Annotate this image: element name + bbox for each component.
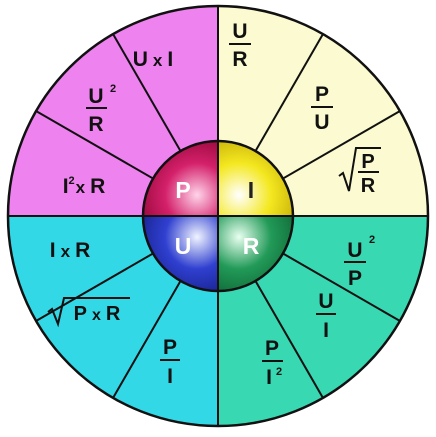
hub-quadrant-i bbox=[218, 141, 293, 216]
center-label-r: R bbox=[243, 233, 260, 259]
svg-text:R: R bbox=[88, 113, 103, 136]
svg-text:U: U bbox=[318, 290, 333, 313]
svg-text:I: I bbox=[167, 365, 173, 388]
svg-text:U: U bbox=[347, 239, 362, 262]
formula-u-squared-over-p: U 2 P bbox=[344, 234, 375, 290]
hub-quadrant-r bbox=[218, 216, 293, 291]
formula-p-over-u: P U bbox=[311, 83, 333, 134]
hub-quadrant-u bbox=[143, 216, 218, 291]
svg-text:P: P bbox=[348, 267, 362, 290]
svg-text:R: R bbox=[232, 48, 247, 71]
center-label-p: P bbox=[175, 177, 190, 203]
sqrt-sign bbox=[338, 147, 381, 192]
sqrt-sign bbox=[47, 297, 130, 328]
svg-text:P: P bbox=[361, 151, 374, 173]
formula-p-over-i-squared: P I 2 bbox=[262, 337, 283, 389]
svg-text:P: P bbox=[315, 83, 329, 106]
center-hub: P I U R bbox=[141, 139, 295, 293]
wheel-outline bbox=[6, 4, 430, 428]
svg-text:PxR: PxR bbox=[74, 303, 121, 325]
svg-text:2: 2 bbox=[369, 234, 375, 246]
svg-text:P: P bbox=[265, 337, 279, 360]
formula-sqrt-p-over-r: P R bbox=[338, 147, 381, 197]
svg-text:U: U bbox=[314, 111, 329, 134]
formula-p-over-i: P I bbox=[160, 336, 180, 388]
svg-text:2: 2 bbox=[276, 366, 282, 378]
formula-u-squared-over-r: U 2 R bbox=[86, 83, 116, 136]
svg-text:U: U bbox=[232, 20, 247, 43]
center-label-i: I bbox=[248, 177, 254, 203]
svg-text:R: R bbox=[361, 175, 376, 197]
hub-quadrant-p bbox=[143, 141, 218, 216]
center-label-u: U bbox=[175, 233, 192, 259]
formula-u-over-i: U I bbox=[316, 290, 336, 342]
svg-text:U: U bbox=[88, 85, 103, 108]
svg-text:2: 2 bbox=[110, 83, 116, 95]
svg-text:I: I bbox=[323, 319, 329, 342]
svg-text:P: P bbox=[163, 336, 177, 359]
formula-u-over-r: U R bbox=[229, 20, 251, 71]
svg-text:I: I bbox=[266, 366, 272, 389]
